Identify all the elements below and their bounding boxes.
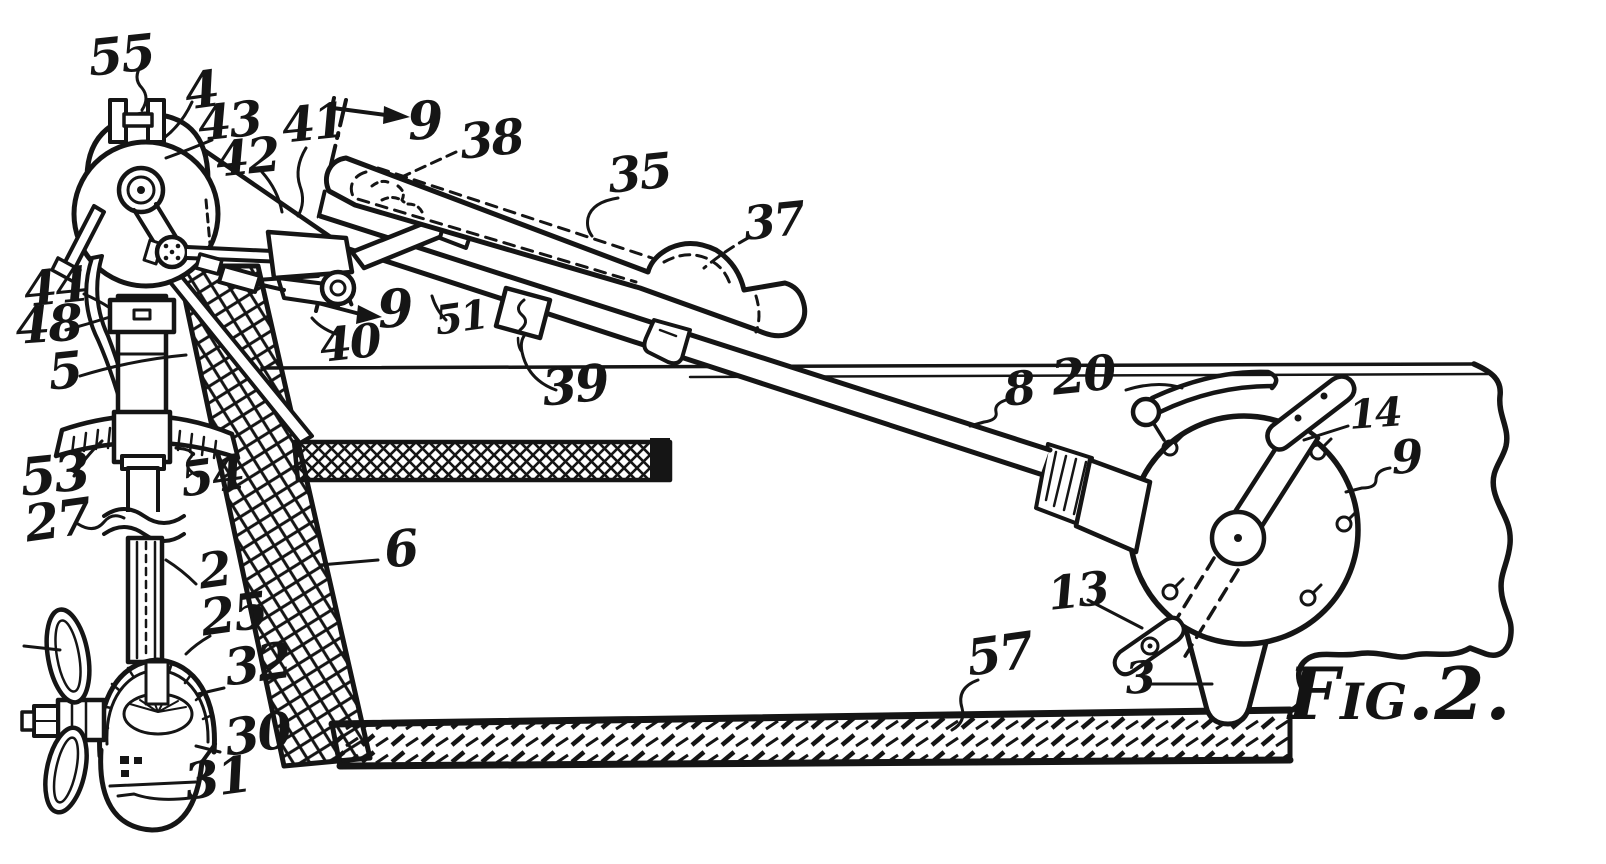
ref-label-27: 27 (20, 485, 94, 554)
ref-label-9: 9 (405, 89, 444, 153)
torn-edge (1289, 361, 1514, 713)
ref-label-35: 35 (605, 142, 674, 205)
ref-label-25: 25 (196, 579, 270, 648)
ref-label-41: 41 (279, 92, 348, 155)
ref-label-39: 39 (539, 352, 611, 418)
shaft-collar (1073, 457, 1153, 555)
ref-label-8: 8 (1001, 359, 1037, 417)
prop-blade-upper (44, 607, 92, 705)
cowl-arm (195, 143, 335, 241)
hump-dashed (662, 253, 732, 286)
top-bracket (108, 98, 166, 144)
ref-label-38: 38 (457, 108, 526, 171)
seat-dashed-outline (349, 170, 638, 284)
figure-caption: Fig.2. (1288, 651, 1512, 736)
ref-label-42: 42 (213, 126, 282, 189)
clamp-knob (319, 269, 357, 307)
section-arrow-top (328, 96, 410, 124)
ref-label-57: 57 (962, 619, 1036, 688)
ref-label-9: 9 (375, 277, 414, 341)
ref-label-20: 20 (1049, 344, 1118, 407)
curved-handle (1149, 369, 1279, 415)
gunwale-line (260, 362, 1476, 370)
ref-label-6: 6 (381, 517, 420, 580)
ref-label-31: 31 (180, 743, 254, 812)
ref-label-3: 3 (1123, 652, 1156, 705)
prop-blade-lower (43, 725, 89, 815)
ref-label-51: 51 (431, 290, 490, 345)
phantom-crank (1158, 556, 1240, 660)
ref-label-9: 9 (1389, 428, 1424, 485)
housing-bolts (1161, 433, 1359, 607)
ref-label-37: 37 (741, 190, 807, 251)
ref-label-55: 55 (85, 22, 157, 88)
ref-label-14: 14 (1347, 388, 1403, 439)
seat-plank-end-cap (650, 438, 670, 482)
ref-label-32: 32 (220, 629, 294, 698)
saddle-seat (323, 155, 808, 339)
clamp-screw-handle (217, 264, 262, 294)
ref-label-5: 5 (45, 339, 84, 402)
clamp-strap (493, 285, 553, 341)
leader-lines (64, 62, 1392, 801)
clamp-bracket (265, 229, 355, 281)
crank-grip (1265, 374, 1357, 452)
ref-label-54: 54 (176, 444, 247, 509)
seat-rear-foot (642, 318, 692, 366)
seat-front-scribbles (370, 179, 424, 214)
handle-knob (1130, 396, 1162, 428)
stern-bracket-arm (168, 275, 314, 445)
break-symbol (102, 507, 186, 543)
ref-label-13: 13 (1045, 560, 1111, 621)
ref-label-40: 40 (317, 312, 383, 373)
